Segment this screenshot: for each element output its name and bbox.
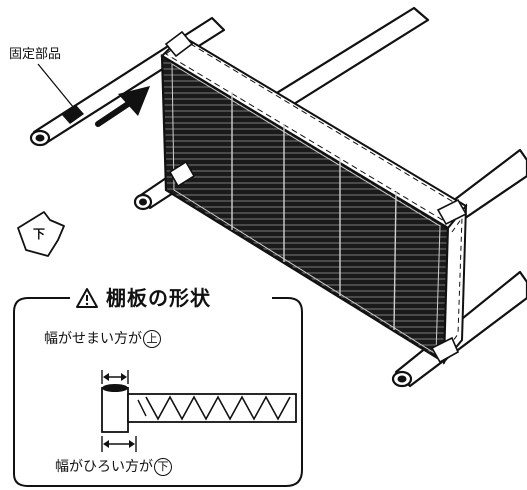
sleeve-top-left (164, 30, 194, 58)
fixing-part-clip (62, 105, 84, 124)
shape-title: 棚板の形状 (106, 286, 211, 310)
up-circle-mark: 上 (143, 330, 161, 348)
narrow-side-label: 幅がせまい方が上 (44, 330, 161, 348)
fixing-part-label: 固定部品 (9, 47, 62, 62)
sleeve-bottom-left (168, 160, 196, 188)
arrow-tag-icon (17, 211, 65, 257)
narrow-side-text: 幅がせまい方が (44, 331, 142, 347)
shelf-profile (101, 384, 297, 433)
arrow-icon (95, 86, 150, 127)
narrow-width-marker (101, 370, 129, 384)
down-tag-label: 下 (33, 227, 46, 241)
warning-triangle-icon (76, 288, 98, 308)
shape-info-frame (13, 297, 303, 487)
wide-side-label: 幅がひろい方が下 (55, 458, 172, 476)
sleeve-bottom-right (430, 336, 460, 364)
wire-shelf (160, 34, 468, 365)
wide-side-text: 幅がひろい方が (55, 459, 153, 475)
sleeve-top-right (436, 198, 468, 226)
wide-width-marker (101, 436, 137, 452)
fixing-part-leader (37, 63, 75, 109)
down-circle-mark: 下 (154, 458, 172, 476)
